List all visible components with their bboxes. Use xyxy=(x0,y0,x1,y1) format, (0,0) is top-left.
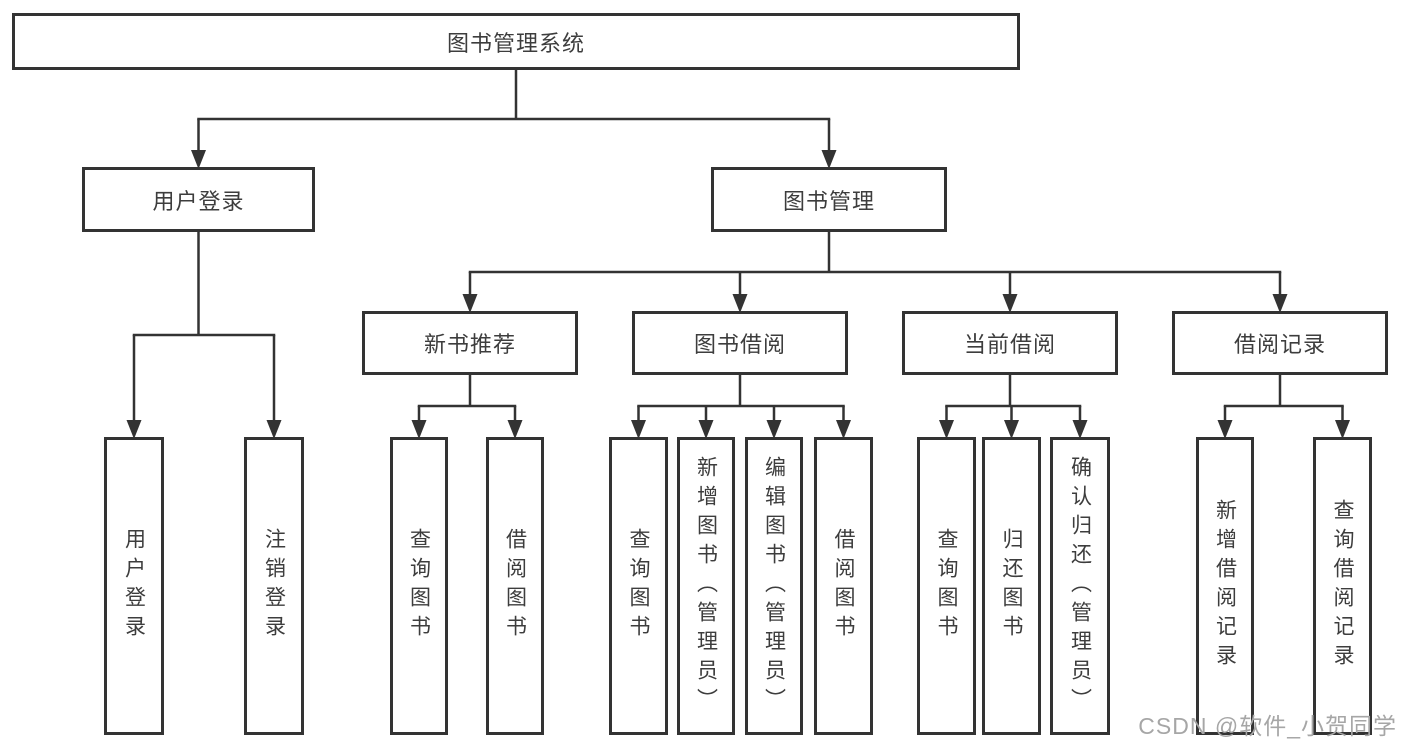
node-logout-action: 注销登录 xyxy=(244,437,304,735)
node-user-login-module: 用户登录 xyxy=(82,167,315,232)
node-label-user-login-module: 用户登录 xyxy=(152,188,245,214)
node-label-edit-books-admin: 编辑图书（管理员） xyxy=(762,455,786,717)
node-edit-books-admin: 编辑图书（管理员） xyxy=(745,437,803,735)
arrowhead-icon xyxy=(631,420,646,439)
node-system-root: 图书管理系统 xyxy=(12,13,1020,70)
node-label-query-books-rec: 查询图书 xyxy=(407,528,431,644)
node-query-books-borrow: 查询图书 xyxy=(609,437,668,735)
node-borrow-books-borrow: 借阅图书 xyxy=(814,437,873,735)
arrowhead-icon xyxy=(821,150,837,169)
node-label-confirm-return-admin: 确认归还（管理员） xyxy=(1068,455,1092,717)
node-add-borrow-record: 新增借阅记录 xyxy=(1196,437,1254,735)
node-label-current-borrowing: 当前借阅 xyxy=(963,332,1056,357)
node-query-books-rec: 查询图书 xyxy=(390,437,448,735)
node-label-query-books-current: 查询图书 xyxy=(935,528,958,644)
node-query-books-current: 查询图书 xyxy=(917,437,976,735)
node-label-borrow-books-rec: 借阅图书 xyxy=(503,528,527,644)
node-label-borrow-books-borrow: 借阅图书 xyxy=(832,528,855,644)
node-book-borrowing: 图书借阅 xyxy=(632,311,848,375)
arrowhead-icon xyxy=(191,150,206,169)
arrowhead-icon xyxy=(766,420,782,439)
node-return-books: 归还图书 xyxy=(982,437,1041,735)
arrowhead-icon xyxy=(1272,294,1288,313)
watermark: CSDN @软件_小贺同学 xyxy=(1138,713,1397,739)
node-label-user-login-action: 用户登录 xyxy=(122,528,146,644)
node-current-borrowing: 当前借阅 xyxy=(902,311,1118,375)
node-borrow-books-rec: 借阅图书 xyxy=(486,437,544,735)
arrowhead-icon xyxy=(1217,420,1233,439)
arrowhead-icon xyxy=(1335,420,1350,439)
node-query-borrow-record: 查询借阅记录 xyxy=(1313,437,1372,735)
arrowhead-icon xyxy=(266,420,282,439)
node-new-book-recommend: 新书推荐 xyxy=(362,311,578,375)
node-label-query-books-borrow: 查询图书 xyxy=(627,528,650,644)
arrowhead-icon xyxy=(411,420,427,439)
node-confirm-return-admin: 确认归还（管理员） xyxy=(1050,437,1110,735)
arrowhead-icon xyxy=(126,420,142,439)
arrowhead-icon xyxy=(1072,420,1088,439)
node-label-add-borrow-record: 新增借阅记录 xyxy=(1213,499,1237,673)
node-label-new-book-recommend: 新书推荐 xyxy=(423,332,516,357)
arrowhead-icon xyxy=(939,420,954,439)
node-label-system-root: 图书管理系统 xyxy=(446,30,585,56)
node-label-add-books-admin: 新增图书（管理员） xyxy=(694,455,718,717)
node-label-book-mgmt-module: 图书管理 xyxy=(782,188,875,214)
node-label-book-borrowing: 图书借阅 xyxy=(693,332,786,357)
node-book-mgmt-module: 图书管理 xyxy=(711,167,947,232)
node-borrowing-records: 借阅记录 xyxy=(1172,311,1388,375)
node-label-logout-action: 注销登录 xyxy=(262,528,286,644)
arrowhead-icon xyxy=(1002,294,1018,313)
arrowhead-icon xyxy=(1004,420,1019,439)
arrowhead-icon xyxy=(507,420,523,439)
arrowhead-icon xyxy=(732,294,748,313)
node-add-books-admin: 新增图书（管理员） xyxy=(677,437,735,735)
node-label-query-borrow-record: 查询借阅记录 xyxy=(1331,499,1354,673)
arrowhead-icon xyxy=(462,294,478,313)
arrowhead-icon xyxy=(836,420,851,439)
arrowhead-icon xyxy=(698,420,714,439)
node-label-return-books: 归还图书 xyxy=(1000,528,1023,644)
node-user-login-action: 用户登录 xyxy=(104,437,164,735)
node-label-borrowing-records: 借阅记录 xyxy=(1233,332,1326,357)
